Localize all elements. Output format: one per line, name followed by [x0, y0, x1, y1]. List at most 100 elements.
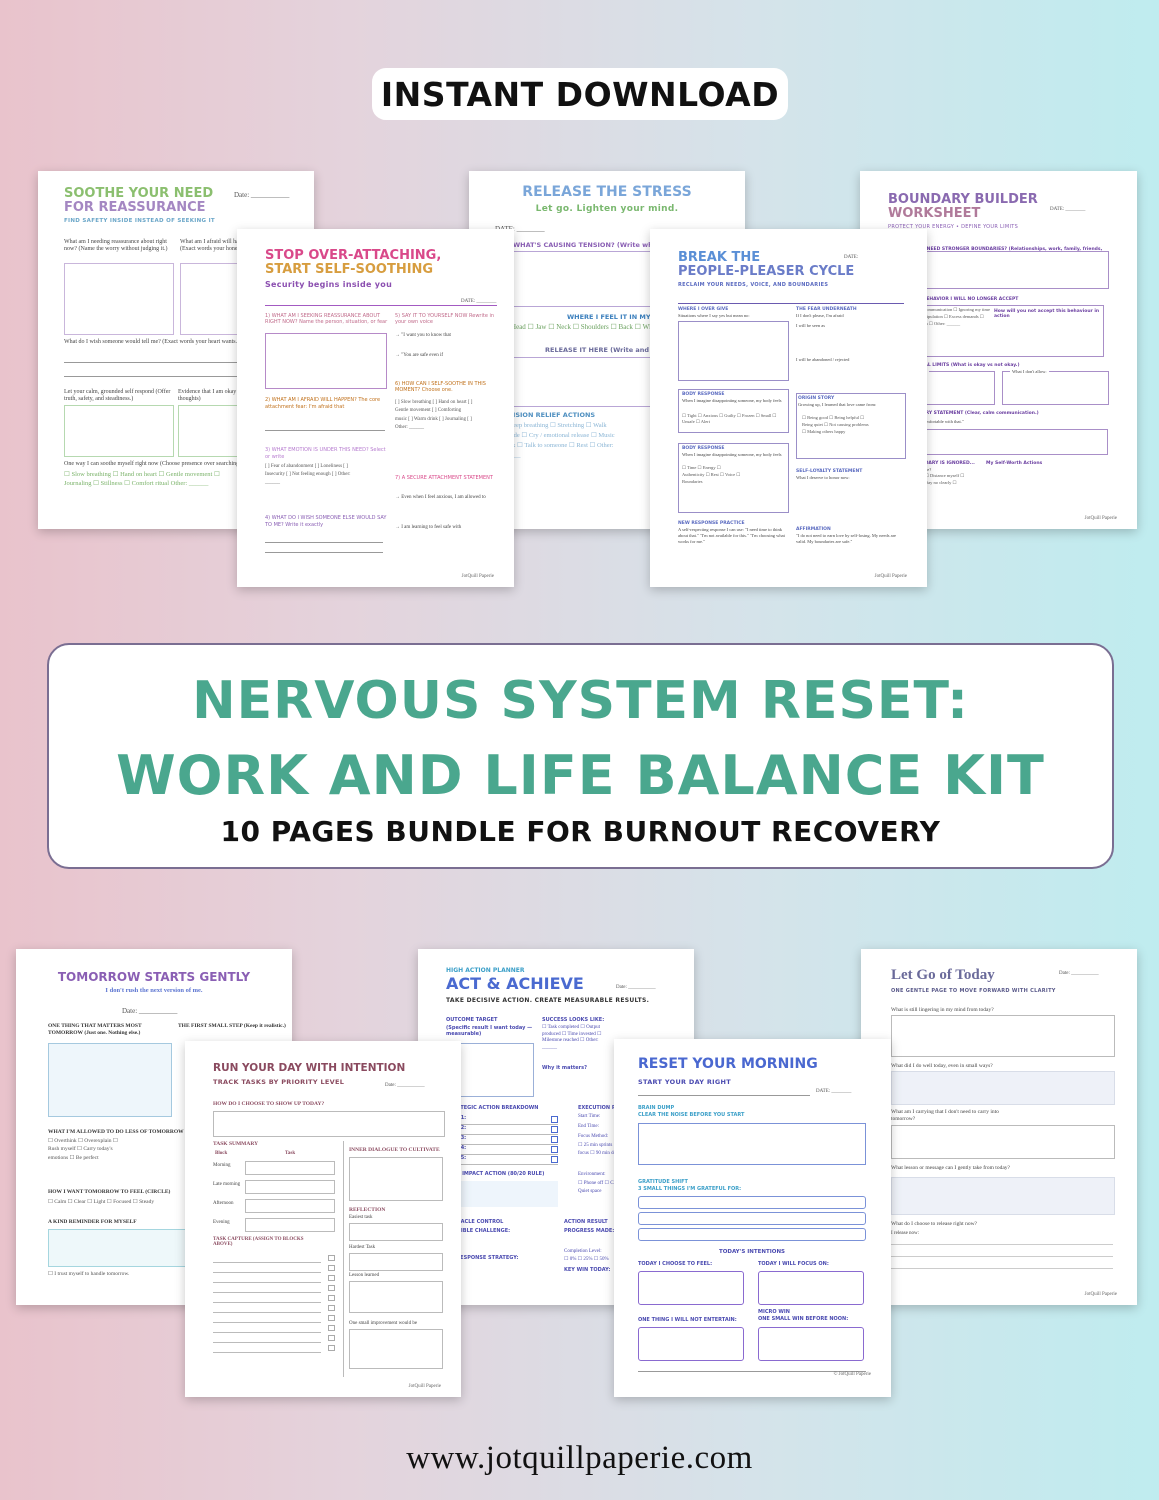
task-row[interactable]: Late morning	[213, 1178, 337, 1197]
answer-box[interactable]	[1002, 371, 1109, 405]
task-input-box[interactable]	[245, 1218, 335, 1232]
task-capture-line[interactable]	[213, 1343, 335, 1353]
answer-box[interactable]	[64, 263, 174, 335]
options-list[interactable]: ☐ Overthink ☐ Overexplain ☐ Rush myself …	[48, 1138, 118, 1161]
answer-line[interactable]	[891, 1259, 1113, 1269]
answer-box[interactable]	[48, 1043, 172, 1117]
answer-box[interactable]	[891, 1015, 1115, 1057]
task-checkbox[interactable]	[328, 1305, 335, 1311]
gratitude-line[interactable]	[638, 1196, 866, 1209]
task-capture-line[interactable]	[213, 1313, 335, 1323]
answer-box[interactable]	[638, 1123, 866, 1165]
answer-box[interactable]	[638, 1327, 744, 1361]
page-title: ACT & ACHIEVE	[446, 974, 584, 993]
task-capture-line[interactable]	[213, 1333, 335, 1343]
options-list[interactable]: ☐ Phone off ☐ Clear desk ☐ Quiet space	[578, 1181, 638, 1194]
options-list[interactable]: ☐ Calm ☐ Clear ☐ Light ☐ Focused ☐ Stead…	[48, 1199, 155, 1205]
options-list[interactable]: ☐ Time ☐ Energy ☐ Authenticity ☐ Rest ☐ …	[682, 465, 741, 484]
task-capture-line[interactable]	[213, 1283, 335, 1293]
website-url[interactable]: www.jotquillpaperie.com	[406, 1440, 753, 1476]
step-row[interactable]: Step 2:	[446, 1125, 558, 1135]
task-checkbox[interactable]	[328, 1345, 335, 1351]
answer-line[interactable]	[891, 1247, 1113, 1257]
options-list[interactable]: ☐ 25 min sprints ☐ 50 min focus ☐ 90 min…	[578, 1143, 634, 1156]
options-list[interactable]: ☐ Disrespectful communication ☐ Ignoring…	[894, 307, 991, 326]
task-row[interactable]: Morning	[213, 1159, 337, 1178]
answer-box[interactable]	[678, 321, 789, 381]
task-checkbox[interactable]	[328, 1255, 335, 1261]
answer-line[interactable]	[265, 543, 383, 553]
options-list[interactable]: ☐ 0% ☐ 25% ☐ 50%	[564, 1257, 609, 1262]
answer-line[interactable]	[64, 353, 290, 363]
task-input-box[interactable]	[245, 1180, 335, 1194]
task-checkbox[interactable]	[328, 1315, 335, 1321]
answer-box[interactable]	[349, 1281, 443, 1313]
question: 4) WHAT DO I WISH SOMEONE ELSE WOULD SAY…	[265, 515, 387, 528]
options-list[interactable]: ☐ Head ☐ Jaw ☐ Neck ☐ Shoulders ☐ Back ☐…	[503, 323, 703, 331]
task-capture-line[interactable]	[213, 1273, 335, 1283]
step-checkbox[interactable]	[551, 1136, 558, 1143]
task-checkbox[interactable]	[328, 1285, 335, 1291]
options-list[interactable]: ☐ Slow breathing ☐ Hand on heart ☐ Gentl…	[64, 471, 220, 487]
task-checkbox[interactable]	[328, 1335, 335, 1341]
answer-line[interactable]	[265, 533, 383, 543]
question: INNER DIALOGUE TO CULTIVATE	[349, 1147, 440, 1153]
answer-line[interactable]	[265, 421, 385, 431]
task-checkbox[interactable]	[328, 1325, 335, 1331]
task-capture-line[interactable]	[213, 1323, 335, 1333]
step-checkbox[interactable]	[551, 1126, 558, 1133]
options-list[interactable]: [ ] Fear of abandonment [ ] Loneliness […	[265, 464, 351, 485]
task-row[interactable]: Afternoon	[213, 1197, 337, 1216]
step-row[interactable]: Step 5:	[446, 1155, 558, 1165]
answer-box[interactable]	[349, 1223, 443, 1241]
answer-box[interactable]	[349, 1253, 443, 1271]
answer-box[interactable]	[446, 1181, 558, 1207]
answer-box[interactable]	[891, 1125, 1115, 1159]
options-list[interactable]: ☐ Task completed ☐ Output produced ☐ Tim…	[542, 1025, 602, 1050]
task-capture-line[interactable]	[213, 1303, 335, 1313]
answer-box[interactable]	[891, 1177, 1115, 1215]
answer-line[interactable]	[64, 367, 290, 377]
step-checkbox[interactable]	[551, 1146, 558, 1153]
task-capture-line[interactable]	[213, 1263, 335, 1273]
page-title: Let Go of Today	[891, 967, 995, 983]
step-checkbox[interactable]	[551, 1156, 558, 1163]
answer-box[interactable]	[349, 1157, 443, 1201]
answer-box[interactable]	[891, 1071, 1115, 1105]
page-let-go-of-today: Let Go of Today ONE GENTLE PAGE TO MOVE …	[861, 949, 1137, 1305]
task-checkbox[interactable]	[328, 1295, 335, 1301]
answer-box[interactable]	[213, 1111, 445, 1137]
task-input-box[interactable]	[245, 1199, 335, 1213]
step-checkbox[interactable]	[551, 1116, 558, 1123]
answer-box[interactable]	[678, 389, 789, 433]
options-list[interactable]: [ ] Slow breathing [ ] Hand on heart [ ]…	[395, 400, 473, 430]
step-row[interactable]: Step 4:	[446, 1145, 558, 1155]
page-footer: © JotQuill Paperie	[833, 1372, 871, 1377]
gratitude-line[interactable]	[638, 1228, 866, 1241]
answer-box[interactable]	[758, 1327, 864, 1361]
task-row[interactable]: Evening	[213, 1216, 337, 1235]
answer-box[interactable]	[349, 1329, 443, 1369]
answer-box[interactable]	[638, 1271, 744, 1305]
task-input-box[interactable]	[245, 1161, 335, 1175]
question: BODY RESPONSE	[682, 446, 725, 451]
task-capture-line[interactable]	[213, 1293, 335, 1303]
task-checkbox[interactable]	[328, 1265, 335, 1271]
answer-box[interactable]	[758, 1271, 864, 1305]
step-row[interactable]: Step 1:	[446, 1115, 558, 1125]
step-row[interactable]: Step 3:	[446, 1135, 558, 1145]
options-list[interactable]: ☐ Deep breathing ☐ Stretching ☐ Walk out…	[501, 422, 615, 459]
task-checkbox[interactable]	[328, 1275, 335, 1281]
question: What am I carrying that I don't need to …	[891, 1109, 999, 1122]
answer-box[interactable]	[796, 393, 906, 459]
options-list[interactable]: ☐ Being good ☐ Being helpful ☐ Being qui…	[802, 415, 869, 434]
options-list[interactable]: ☐ Tight ☐ Anxious ☐ Guilty ☐ Frozen ☐ Sm…	[682, 413, 777, 425]
answer-line[interactable]	[891, 1235, 1113, 1245]
task-capture-line[interactable]	[213, 1253, 335, 1263]
answer-box[interactable]	[678, 443, 789, 513]
gratitude-line[interactable]	[638, 1212, 866, 1225]
answer-box[interactable]	[265, 333, 387, 389]
answer-box[interactable]	[64, 405, 174, 457]
checkbox-statement[interactable]: ☐ I trust myself to handle tomorrow.	[48, 1271, 130, 1277]
question: ACTION RESULT	[564, 1219, 608, 1225]
